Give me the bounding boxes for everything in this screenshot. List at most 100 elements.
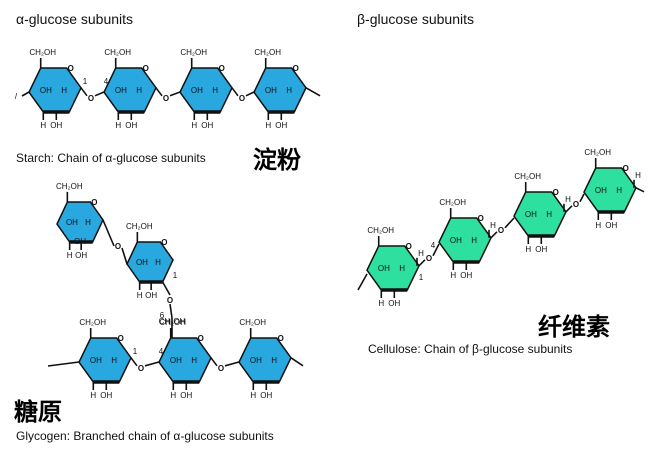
branch-bond	[169, 303, 173, 319]
oh-label: OH	[250, 356, 262, 365]
glycogen-caption: Glycogen: Branched chain of α-glucose su…	[16, 429, 274, 443]
ring-oxygen-label: O	[91, 198, 97, 207]
chain-end-bond	[635, 187, 645, 193]
chain-end-bond	[47, 361, 80, 367]
glycosidic-oxygen: O	[239, 94, 245, 103]
carbon-number-1: 1	[83, 77, 88, 86]
glycosidic-bond	[418, 259, 426, 267]
starch-caption: Starch: Chain of α-glucose subunits	[16, 151, 206, 165]
glycosidic-bond	[231, 87, 239, 97]
h-label: H	[265, 121, 271, 130]
h-label: H	[271, 356, 277, 365]
ring-oxygen-label: O	[161, 238, 167, 247]
beta-heading: β-glucose subunits	[357, 11, 475, 27]
h-label: H	[378, 299, 384, 308]
h-label: H	[212, 86, 218, 95]
h-label: H	[250, 391, 256, 400]
ring-oxygen-label: O	[118, 334, 124, 343]
oh-label: OH	[525, 210, 537, 219]
ring-oxygen-label: O	[478, 214, 484, 223]
glycosidic-bond	[80, 87, 88, 97]
h-label: H	[67, 251, 73, 260]
h-label: H	[111, 356, 117, 365]
oh-label: OH	[595, 186, 607, 195]
h-label: H	[399, 264, 405, 273]
oh-label: OH	[460, 271, 472, 280]
cellulose-caption: Cellulose: Chain of β-glucose subunits	[368, 342, 573, 356]
glucose-ring	[103, 67, 157, 113]
oh-label: OH	[115, 86, 127, 95]
ring-oxygen-label: O	[68, 64, 74, 73]
ch2oh-label: CH₂OH	[79, 318, 106, 327]
oh-label: OH	[201, 121, 213, 130]
alpha-heading: α-glucose subunits	[16, 11, 134, 27]
oh-label: OH	[170, 356, 182, 365]
oh-label: OH	[450, 236, 462, 245]
glycosidic-bond	[224, 361, 240, 367]
chain-end-bond	[305, 87, 321, 97]
glucose-ring	[78, 337, 132, 383]
h-label: H	[616, 186, 622, 195]
oh-label: OH	[100, 391, 112, 400]
ring-oxygen-label: O	[278, 334, 284, 343]
h-label: H	[490, 221, 496, 230]
carbon-number-4: 4	[431, 241, 436, 250]
carbon-number-1: 1	[133, 347, 138, 356]
glucose-ring	[583, 167, 637, 213]
h-label: H	[595, 221, 601, 230]
carbon-number-4: 4	[104, 77, 109, 86]
glycosidic-bond	[169, 91, 181, 97]
h-label: H	[286, 86, 292, 95]
h-label: H	[136, 86, 142, 95]
ch2oh-label: CH₂OH	[254, 48, 281, 57]
h-label: H	[525, 245, 531, 254]
glycosidic-bond	[144, 361, 160, 367]
chain-end-bond	[357, 273, 368, 291]
h-label: H	[155, 258, 161, 267]
glycogen-chinese-label: 糖原	[14, 398, 62, 426]
oh-label: OH	[145, 291, 157, 300]
glycosidic-oxygen: O	[573, 200, 579, 209]
ch2oh-label: CH₂OH	[56, 182, 83, 191]
glycosidic-oxygen: O	[138, 364, 144, 373]
oh-label: OH	[275, 121, 287, 130]
oh-label: OH	[260, 391, 272, 400]
branch-bond	[161, 281, 171, 296]
chain-end-mark: /	[15, 92, 18, 101]
oh-label: OH	[378, 264, 390, 273]
carbon-number-4: 4	[159, 347, 164, 356]
glucose-ring	[366, 245, 420, 291]
h-label: H	[61, 86, 67, 95]
oh-label: OH	[40, 86, 52, 95]
glycosidic-oxygen: O	[426, 254, 432, 263]
oh-label: OH	[74, 237, 86, 246]
glycosidic-bond	[565, 205, 573, 213]
glucose-ring	[238, 337, 292, 383]
h-label: H	[85, 218, 91, 227]
h-label: H	[115, 121, 121, 130]
glycosidic-bond	[579, 193, 585, 203]
oh-label: OH	[388, 299, 400, 308]
glycosidic-bond	[504, 217, 515, 229]
h-label: H	[450, 271, 456, 280]
oh-label: OH	[605, 221, 617, 230]
glucose-ring	[28, 67, 82, 113]
starch-chinese-label: 淀粉	[253, 146, 301, 174]
h-label: H	[191, 121, 197, 130]
h-label: H	[471, 236, 477, 245]
glycosidic-oxygen: O	[163, 94, 169, 103]
glucose-ring	[513, 191, 567, 237]
ch2oh-label: CH₂OH	[104, 48, 131, 57]
glucose-ring	[158, 337, 212, 383]
carbon-number-6: 6	[160, 311, 165, 320]
oh-label: OH	[191, 86, 203, 95]
h-label: H	[137, 291, 143, 300]
h-label: H	[635, 171, 641, 180]
oh-label: OH	[136, 258, 148, 267]
glycosidic-bond	[130, 357, 138, 367]
h-label: H	[170, 391, 176, 400]
glucose-ring	[179, 67, 233, 113]
carbon-number-1: 1	[173, 271, 178, 280]
glycosidic-bond	[102, 219, 115, 247]
